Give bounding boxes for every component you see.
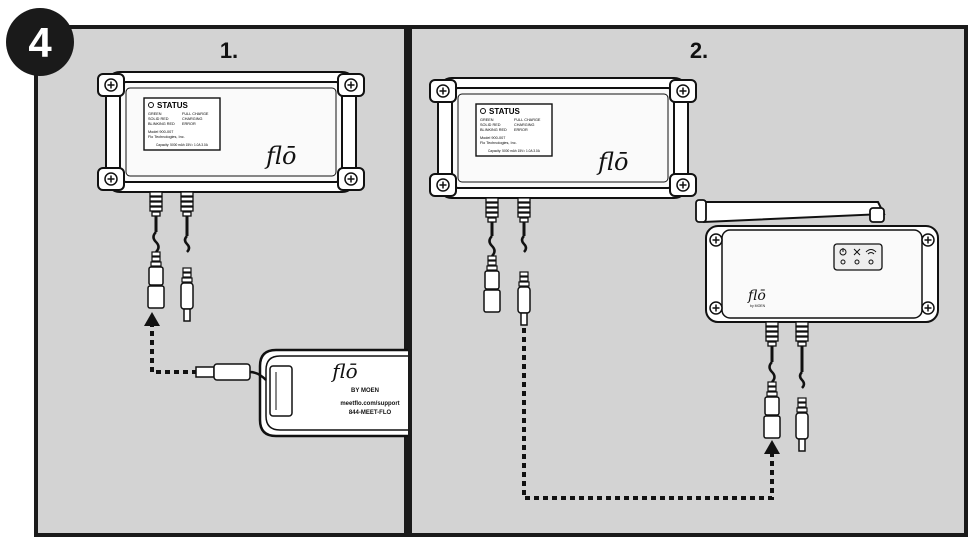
label-heading: STATUS xyxy=(157,101,188,110)
label-row-1-key: GREEN xyxy=(480,118,494,122)
controller-flo-logo: flō xyxy=(747,288,766,304)
label-model: Model 900-007 xyxy=(480,136,505,140)
wifi-icon xyxy=(865,249,877,265)
label-heading: STATUS xyxy=(489,107,520,116)
label-row-2-value: CHARGING xyxy=(182,117,203,121)
connection-arrow-panel-2 xyxy=(522,328,780,500)
battery-unit-panel-2: STATUS GREEN FULL CHARGE SOLID RED CHARG… xyxy=(430,78,696,198)
label-row-2-value: CHARGING xyxy=(514,123,535,127)
label-company: Flo Technologies, Inc. xyxy=(480,141,517,145)
pack-phone: 844-MEET-FLO xyxy=(349,410,392,416)
flo-logo: flō xyxy=(264,142,296,170)
label-row-1-key: GREEN xyxy=(148,112,162,116)
label-row-1-value: FULL CHARGE xyxy=(514,118,541,122)
flo-logo: flō xyxy=(596,148,628,176)
connection-arrow-panel-1 xyxy=(144,312,196,374)
battery-status-label-2: STATUS GREEN FULL CHARGE SOLID RED CHARG… xyxy=(475,103,553,157)
label-row-3-value: ERROR xyxy=(182,122,196,126)
label-row-2-key: SOLID RED xyxy=(480,123,501,127)
controller-by-moen: by MOEN xyxy=(750,304,766,308)
panel-1-title: 1. xyxy=(220,38,238,63)
power-icon xyxy=(839,248,847,265)
backup-battery-pack: flō BY MOEN meetflo.com/support 844-MEET… xyxy=(195,348,408,438)
flo-controller-unit: flō by MOEN xyxy=(695,199,939,323)
valve-icon xyxy=(853,248,861,265)
label-model: Model 900-007 xyxy=(148,130,173,134)
battery-status-label: STATUS GREEN FULL CHARGE SOLID RED CHARG… xyxy=(143,97,221,151)
battery-cables-panel-2 xyxy=(483,197,531,326)
controller-cables xyxy=(763,321,809,452)
pack-flo-logo: flō xyxy=(330,359,357,383)
label-company: Flo Technologies, Inc. xyxy=(148,135,185,139)
label-capacity: Capacity: 5000 mAh 15V= 1.0A 3.0A xyxy=(488,149,541,153)
label-row-2-key: SOLID RED xyxy=(148,117,169,121)
battery-cables-panel-1 xyxy=(147,191,194,322)
step-number: 4 xyxy=(28,19,52,66)
pack-url: meetflo.com/support xyxy=(340,401,399,407)
panel-2-title: 2. xyxy=(690,38,708,63)
label-row-3-key: BLINKING RED xyxy=(148,122,175,126)
label-capacity: Capacity: 5000 mAh 15V= 1.0A 3.0A xyxy=(156,143,209,147)
pack-by-label: BY MOEN xyxy=(351,388,379,394)
label-row-1-value: FULL CHARGE xyxy=(182,112,209,116)
step-badge xyxy=(6,8,74,76)
label-row-3-value: ERROR xyxy=(514,128,528,132)
label-row-3-key: BLINKING RED xyxy=(480,128,507,132)
battery-unit-panel-1: STATUS GREEN FULL CHARGE SOLID RED CHARG… xyxy=(98,72,364,192)
indicator-panel xyxy=(833,243,883,271)
